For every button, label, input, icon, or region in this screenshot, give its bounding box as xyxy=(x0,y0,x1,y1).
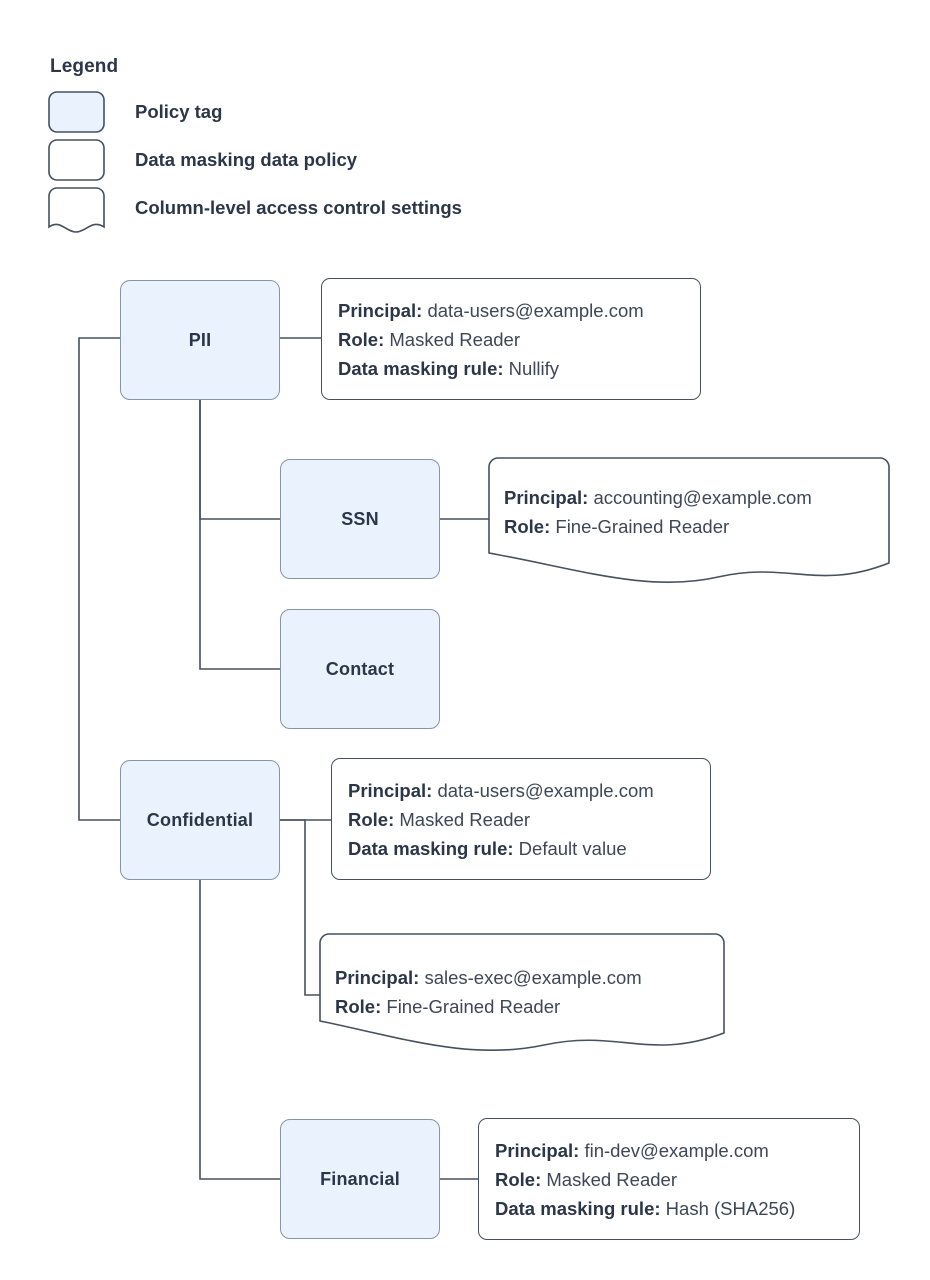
callout-key: Role: xyxy=(495,1168,542,1190)
callout-value: Masked Reader xyxy=(389,328,520,350)
legend-label-data-policy: Data masking data policy xyxy=(135,149,358,170)
callout-pii-data-policy: Principal: data-users@example.com Role: … xyxy=(321,278,701,400)
policy-tag-label-financial: Financial xyxy=(320,1168,400,1189)
data-policy-swatch xyxy=(48,139,105,181)
callout-key: Data masking rule: xyxy=(338,357,504,379)
policy-tag-label-confidential: Confidential xyxy=(146,809,254,830)
connector-confidential-to-finegrained-callout xyxy=(280,819,320,996)
callout-value: Masked Reader xyxy=(546,1168,677,1190)
policy-tag-node-financial[interactable]: Financial xyxy=(280,1119,440,1239)
policy-tag-label-contact: Contact xyxy=(325,658,395,679)
legend-title: Legend xyxy=(50,56,119,77)
legend-item-access-control: Column-level access control settings xyxy=(48,184,668,233)
callout-value: Fine-Grained Reader xyxy=(386,996,561,1017)
callout-line: Principal: data-users@example.com xyxy=(348,776,694,805)
callout-value: data-users@example.com xyxy=(437,779,654,801)
callout-financial-data-policy: Principal: fin-dev@example.com Role: Mas… xyxy=(478,1118,860,1240)
policy-tag-swatch xyxy=(48,91,105,133)
callout-key: Role: xyxy=(348,808,395,830)
callout-confidential-data-policy: Principal: data-users@example.com Role: … xyxy=(331,758,711,880)
callout-line: Data masking rule: Default value xyxy=(348,834,694,863)
connector-root-spine xyxy=(78,337,120,821)
callout-line: Data masking rule: Nullify xyxy=(338,354,684,383)
callout-line: Role: Fine-Grained Reader xyxy=(335,992,715,1021)
connector-confidential-to-financial xyxy=(199,880,280,1180)
callout-value: Nullify xyxy=(508,357,560,379)
callout-value: fin-dev@example.com xyxy=(584,1139,769,1161)
policy-tag-node-pii[interactable]: PII xyxy=(120,280,280,400)
connector-pii-to-contact xyxy=(199,400,280,670)
callout-value: Masked Reader xyxy=(399,808,530,830)
callout-key: Role: xyxy=(504,516,551,537)
callout-line: Principal: sales-exec@example.com xyxy=(335,963,715,992)
callout-confidential-access-control: Principal: sales-exec@example.com Role: … xyxy=(319,933,725,1063)
connector-pii-to-ssn xyxy=(199,400,280,520)
document-shape xyxy=(319,933,725,1052)
policy-tag-node-ssn[interactable]: SSN xyxy=(280,459,440,579)
callout-key: Role: xyxy=(338,328,385,350)
callout-value: accounting@example.com xyxy=(593,487,812,508)
legend-label-access-control: Column-level access control settings xyxy=(135,197,462,218)
callout-line: Role: Masked Reader xyxy=(338,325,684,354)
callout-key: Principal: xyxy=(338,299,423,321)
callout-key: Principal: xyxy=(495,1139,580,1161)
callout-value: Hash (SHA256) xyxy=(665,1197,796,1219)
callout-key: Principal: xyxy=(335,967,420,988)
callout-line: Principal: accounting@example.com xyxy=(504,483,880,512)
legend-item-data-policy: Data masking data policy xyxy=(48,136,668,184)
callout-key: Principal: xyxy=(348,779,433,801)
callout-key: Data masking rule: xyxy=(348,837,514,859)
callout-line: Principal: fin-dev@example.com xyxy=(495,1136,843,1165)
callout-value: sales-exec@example.com xyxy=(424,967,642,988)
legend-label-policy-tag: Policy tag xyxy=(135,101,223,122)
policy-tag-node-confidential[interactable]: Confidential xyxy=(120,760,280,880)
callout-value: data-users@example.com xyxy=(427,299,644,321)
policy-tag-node-contact[interactable]: Contact xyxy=(280,609,440,729)
callout-line: Principal: data-users@example.com xyxy=(338,296,684,325)
policy-tag-label-pii: PII xyxy=(188,329,212,350)
callout-key: Principal: xyxy=(504,487,589,508)
callout-line: Role: Fine-Grained Reader xyxy=(504,512,880,541)
policy-tag-label-ssn: SSN xyxy=(341,508,379,529)
access-control-swatch xyxy=(48,187,105,233)
document-shape xyxy=(488,457,890,584)
callout-line: Role: Masked Reader xyxy=(495,1165,843,1194)
legend-item-policy-tag: Policy tag xyxy=(48,88,668,136)
legend: Legend Policy tag Data masking data poli… xyxy=(48,56,668,233)
callout-key: Data masking rule: xyxy=(495,1197,661,1219)
callout-ssn-access-control: Principal: accounting@example.com Role: … xyxy=(488,457,890,587)
callout-value: Fine-Grained Reader xyxy=(555,516,730,537)
callout-value: Default value xyxy=(518,837,627,859)
callout-line: Data masking rule: Hash (SHA256) xyxy=(495,1194,843,1223)
callout-key: Role: xyxy=(335,996,382,1017)
callout-line: Role: Masked Reader xyxy=(348,805,694,834)
